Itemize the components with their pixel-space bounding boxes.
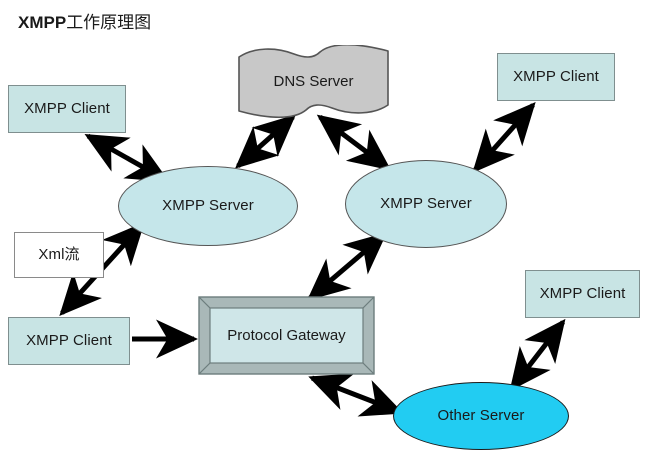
node-dns-server[interactable]: DNS Server	[236, 45, 391, 118]
node-client-top-left[interactable]: XMPP Client	[8, 85, 126, 133]
node-server-left[interactable]: XMPP Server	[118, 166, 298, 246]
edge-server-right-client-topright	[472, 102, 536, 173]
node-other-server[interactable]: Other Server	[393, 382, 569, 450]
node-client-bottom-left[interactable]: XMPP Client	[8, 317, 130, 365]
node-label: Other Server	[437, 406, 525, 424]
node-client-right[interactable]: XMPP Client	[525, 270, 640, 318]
page-title: XMPP工作原理图	[18, 8, 151, 33]
node-label: XMPP Client	[539, 284, 626, 302]
node-label: XMPP Server	[162, 196, 254, 214]
wavy-document-shape	[238, 45, 389, 118]
node-xml-stream-label: Xml流	[14, 232, 104, 278]
node-label: XMPP Client	[24, 99, 110, 117]
node-label: Xml流	[38, 245, 80, 263]
title-bold-text: XMPP	[18, 13, 67, 32]
edge-server-left-dns	[235, 114, 296, 169]
node-label: XMPP Server	[380, 194, 472, 212]
node-server-right[interactable]: XMPP Server	[345, 160, 507, 248]
node-client-top-right[interactable]: XMPP Client	[497, 53, 615, 101]
edge-dns-server-right	[316, 114, 392, 171]
node-protocol-gateway[interactable]: Protocol Gateway	[198, 296, 375, 375]
node-label: XMPP Client	[513, 67, 599, 85]
node-label-wrap: DNS Server	[236, 45, 391, 118]
node-label-wrap: Protocol Gateway	[198, 296, 375, 375]
edge-other-server-client-right	[509, 318, 566, 392]
node-label: XMPP Client	[26, 331, 112, 349]
edge-gateway-other-server	[308, 373, 404, 417]
title-rest-text: 工作原理图	[66, 13, 152, 32]
node-label: Protocol Gateway	[227, 327, 346, 344]
node-label: DNS Server	[273, 73, 354, 90]
beveled-box-shape	[198, 296, 375, 375]
edge-gateway-server-right	[306, 232, 388, 301]
